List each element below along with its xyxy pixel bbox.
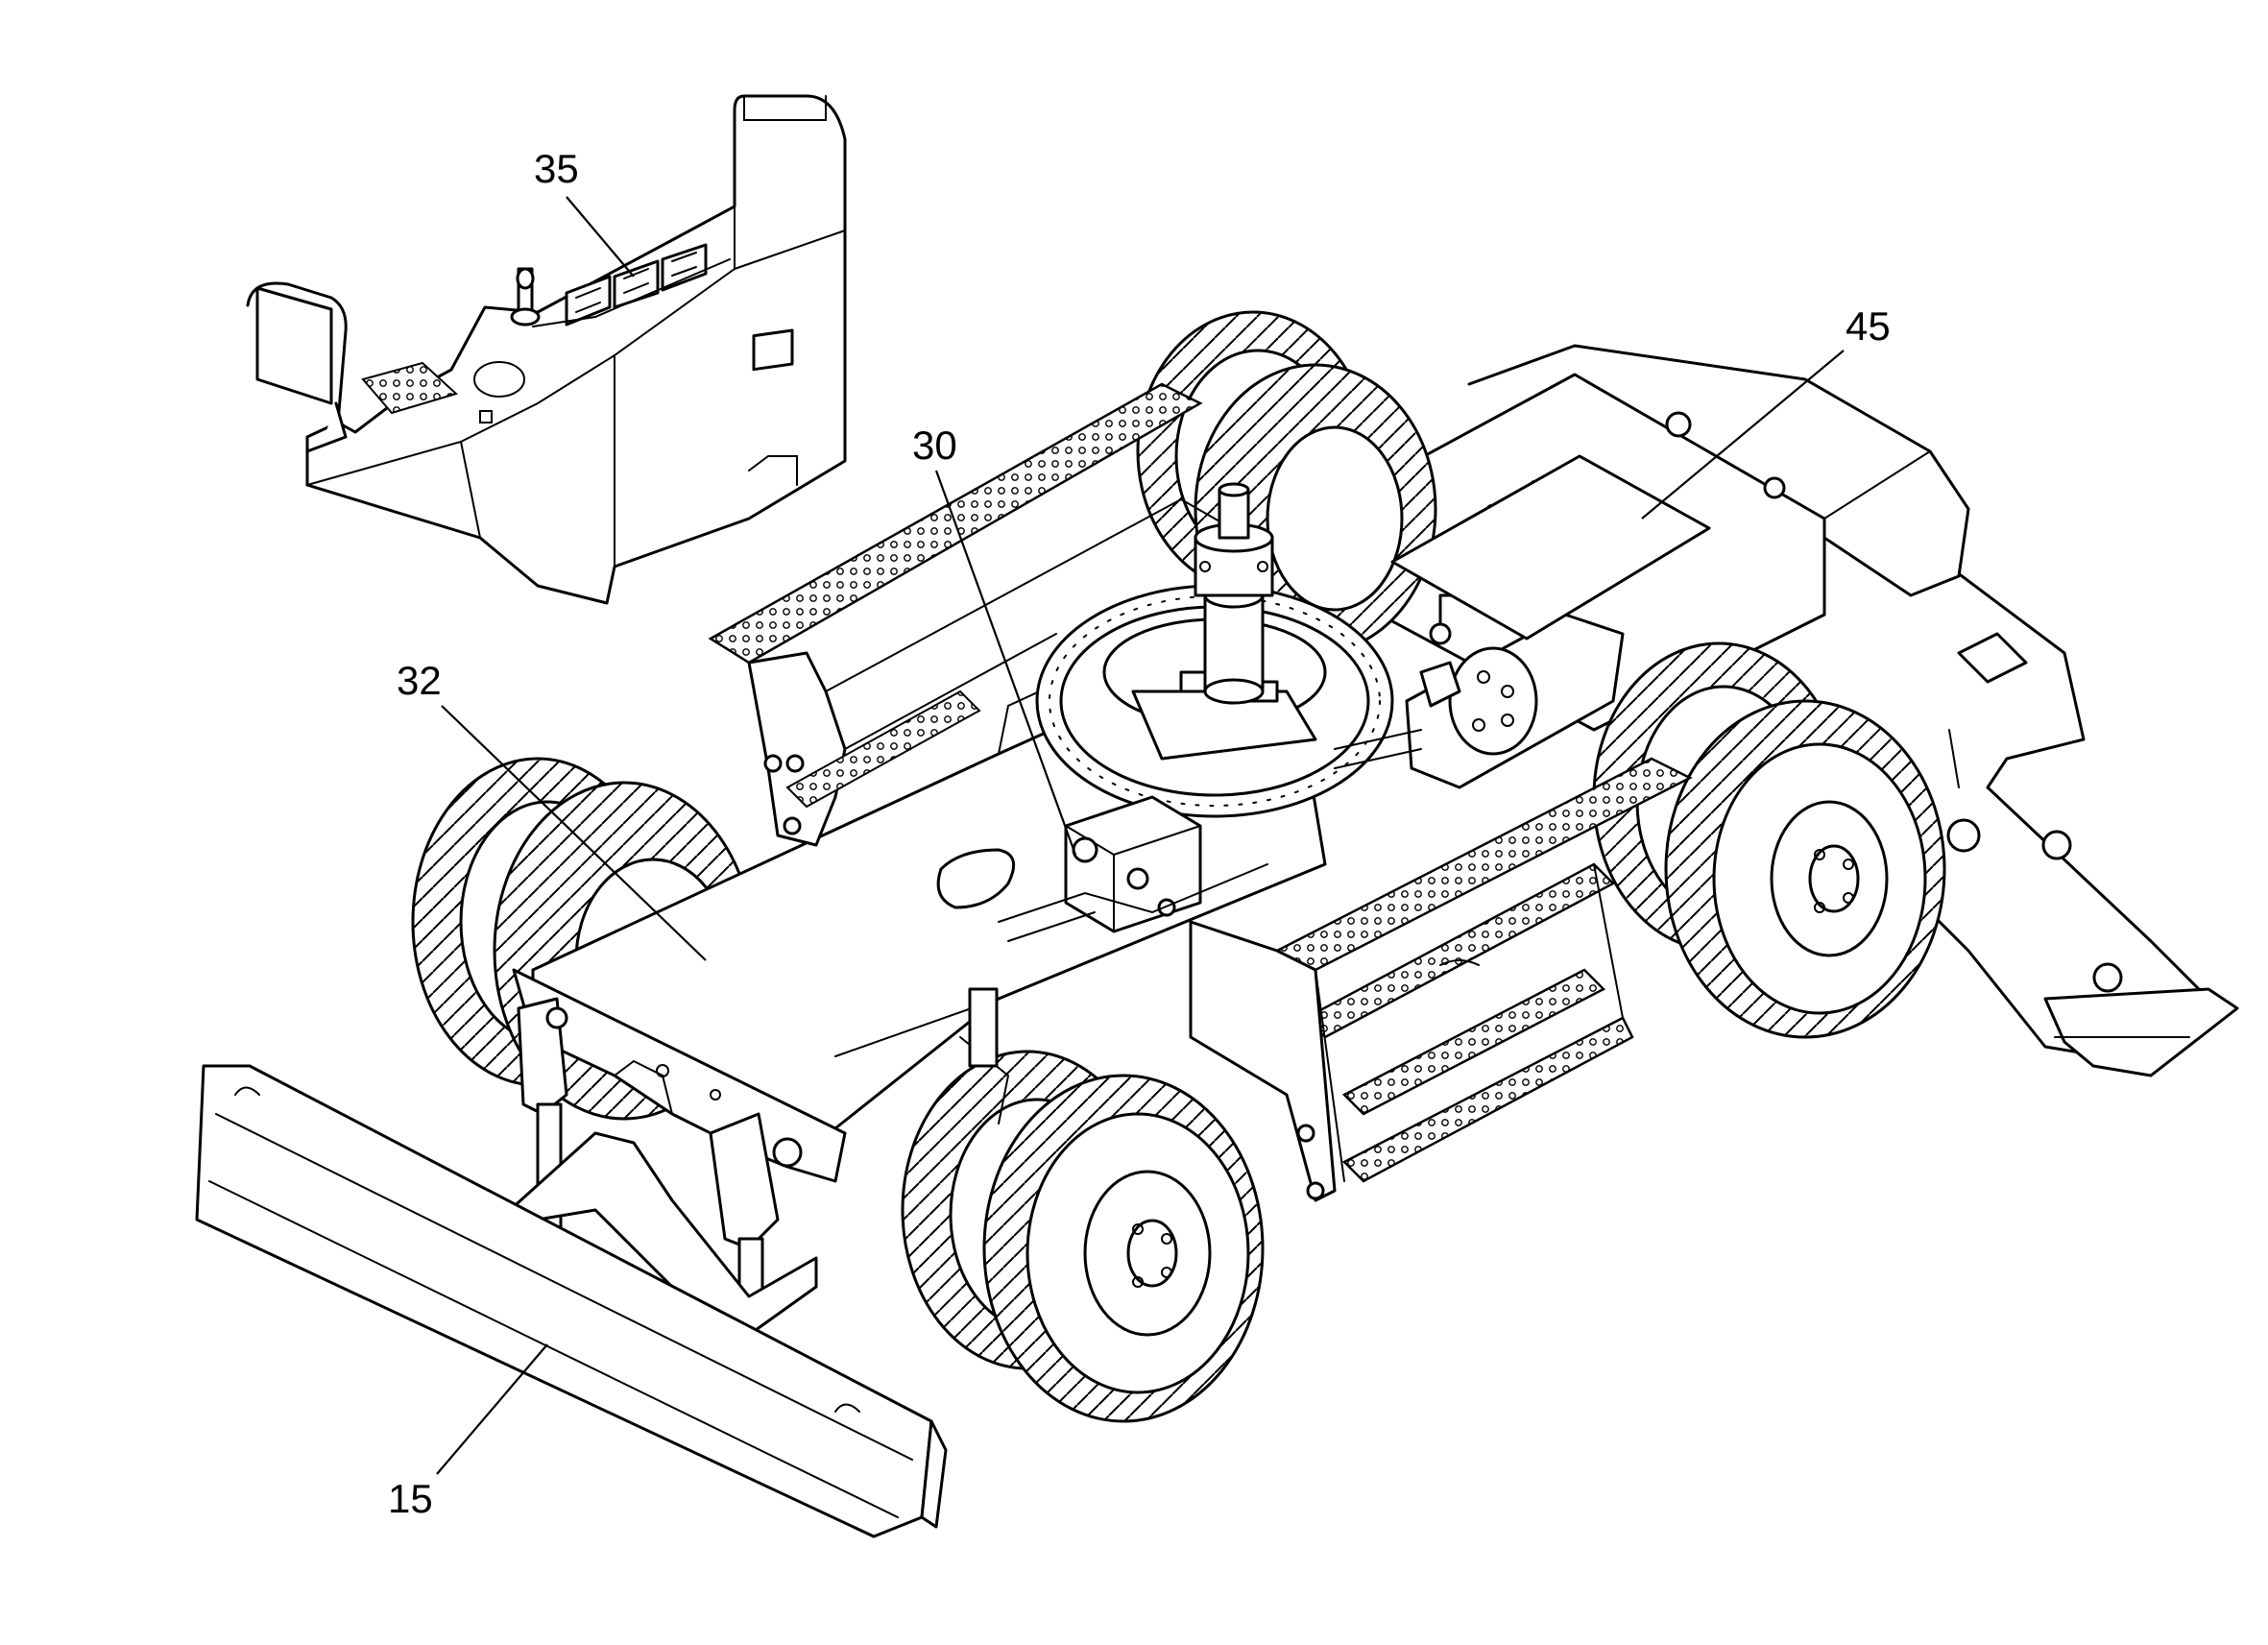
wheel-right-outer [1664,699,1946,1039]
callout-labels: 35 45 30 32 15 [388,146,1891,1521]
operator-console [246,94,847,605]
stabilizer-leg [1909,536,2239,1077]
callout-45: 45 [1846,303,1891,349]
joystick-icon [510,267,541,327]
callout-30: 30 [912,423,957,468]
access-cover [1390,454,1711,641]
slewing-ring [1035,482,1394,818]
dozer-blade [195,1064,948,1538]
switch-panel [565,243,708,327]
leader-lines [436,196,1845,1475]
right-walkway [1189,757,1693,1202]
blade-linkage [497,987,1010,1337]
callout-32: 32 [397,658,442,703]
callout-35: 35 [534,146,579,191]
callout-15: 15 [388,1476,433,1521]
hydraulic-valve [998,795,1268,942]
wheel-front-outer [982,1074,1265,1423]
